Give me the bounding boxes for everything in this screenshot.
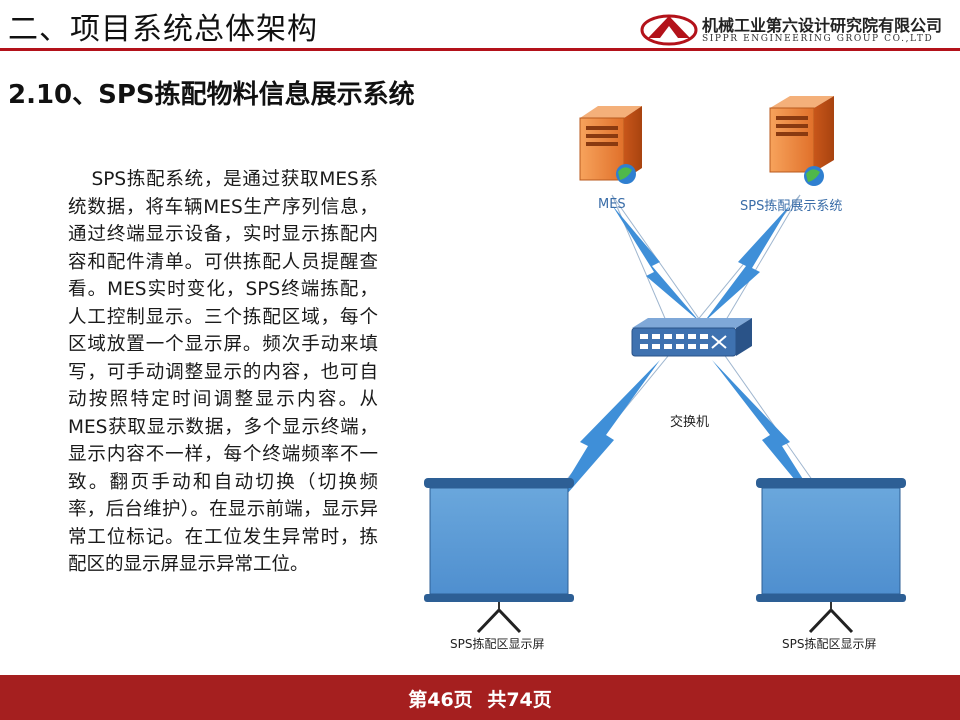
server-sps-label: SPS拣配展示系统 bbox=[740, 199, 842, 214]
server-mes-label: MES bbox=[598, 197, 626, 212]
total-pages: 共74页 bbox=[487, 689, 552, 711]
server-sps-icon bbox=[769, 96, 834, 186]
lightning-links bbox=[540, 205, 832, 525]
switch-label: 交换机 bbox=[670, 414, 709, 430]
lightning-sps-switch-icon bbox=[704, 205, 790, 322]
footer-bar: 第46页 共74页 bbox=[0, 675, 960, 720]
current-page: 第46页 bbox=[408, 689, 473, 711]
company-name-en: SIPPR ENGINEERING GROUP CO.,LTD bbox=[702, 34, 934, 44]
header-divider bbox=[0, 48, 960, 51]
lightning-mes-switch-icon bbox=[612, 205, 700, 322]
page-indicator: 第46页 共74页 bbox=[0, 685, 960, 712]
server-mes-icon bbox=[579, 106, 642, 184]
company-logo: 机械工业第六设计研究院有限公司 SIPPR ENGINEERING GROUP … bbox=[640, 10, 955, 48]
screen-left-label: SPS拣配区显示屏 bbox=[450, 636, 544, 651]
section-title: 2.10、SPS拣配物料信息展示系统 bbox=[8, 80, 415, 110]
display-screen-right-icon bbox=[756, 478, 906, 634]
network-switch-icon bbox=[631, 318, 752, 357]
screen-right-label: SPS拣配区显示屏 bbox=[782, 636, 876, 651]
display-screen-left-icon bbox=[424, 478, 574, 634]
description-text: SPS拣配系统，是通过获取MES系统数据，将车辆MES生产序列信息，通过终端显示… bbox=[68, 169, 378, 575]
company-logo-icon bbox=[640, 14, 698, 46]
company-name-cn: 机械工业第六设计研究院有限公司 bbox=[702, 16, 943, 35]
header-title: 二、项目系统总体架构 bbox=[8, 12, 318, 47]
